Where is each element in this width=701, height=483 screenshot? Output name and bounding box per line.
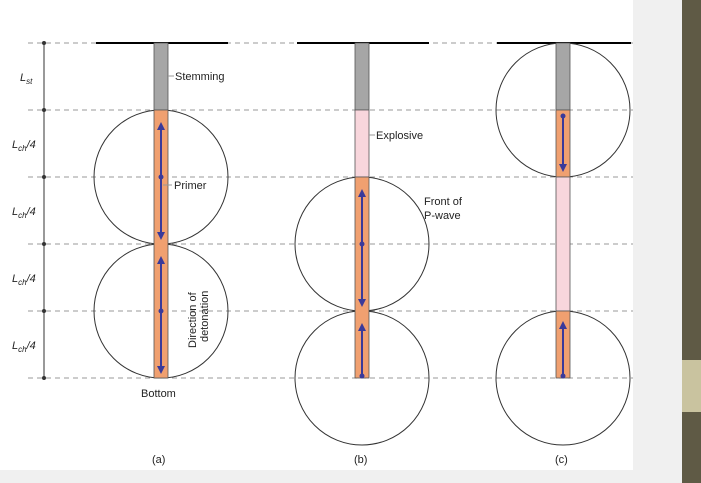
stemming-b: [354, 42, 370, 111]
stemming-a: [153, 42, 169, 111]
bottom-label: Bottom: [141, 388, 176, 400]
primer-dot-c-lower: [560, 373, 566, 379]
primer-dot-b-upper: [359, 241, 365, 247]
slide-side-accent: [682, 360, 701, 412]
p-wave-front-label-line2: P-wave: [424, 210, 461, 222]
explosive-column-a: [153, 109, 169, 379]
blasthole-detonation-diagram: Lst Lch/4 Lch/4 Lch/4 Lch/4 Stemming Pri…: [8, 41, 633, 466]
primer-dot-a-lower: [158, 308, 164, 314]
undetonated-explosive-b: [354, 109, 370, 178]
row-label-charge-quarter-1: Lch/4: [12, 139, 36, 153]
stemming-label: Stemming: [175, 71, 225, 83]
panel-caption-b: (b): [354, 454, 367, 466]
row-label-stemming-length: Lst: [20, 72, 33, 86]
dimension-axis: [8, 41, 46, 380]
undetonated-explosive-c: [555, 176, 571, 312]
direction-of-detonation-label-line2: detonation: [199, 291, 211, 342]
primer-dot-a-upper: [158, 174, 164, 180]
explosive-label: Explosive: [376, 130, 423, 142]
panel-caption-c: (c): [555, 454, 568, 466]
row-label-charge-quarter-2: Lch/4: [12, 206, 36, 220]
row-label-charge-quarter-4: Lch/4: [12, 340, 36, 354]
panel-c: (c): [495, 42, 631, 466]
primer-dot-c-upper: [560, 113, 566, 119]
direction-of-detonation-label-line1: Direction of: [187, 291, 199, 348]
figure-panel: [0, 0, 633, 470]
p-wave-front-label-line1: Front of: [424, 196, 463, 208]
level-lines: [28, 42, 633, 379]
primer-dot-b-lower: [359, 373, 365, 379]
stemming-c: [555, 42, 571, 111]
panel-a: Stemming Primer Bottom Direction of deto…: [93, 42, 229, 466]
panel-caption-a: (a): [152, 454, 165, 466]
panel-b: Explosive Front of P-wave (b): [294, 42, 463, 466]
row-label-charge-quarter-3: Lch/4: [12, 273, 36, 287]
primer-label: Primer: [174, 180, 207, 192]
